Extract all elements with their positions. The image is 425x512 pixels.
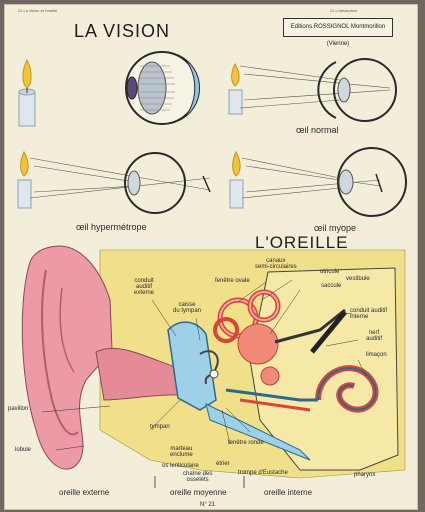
label-auditory-nerve: nerf auditif <box>366 330 383 342</box>
label-eardrum: tympan <box>150 424 170 430</box>
section-outer-ear: oreille externe <box>59 488 110 497</box>
margin-text-right: 21 L'absorption <box>330 8 358 13</box>
candle-hyperopic <box>17 150 32 209</box>
label-eustachian-tube: trompe d'Eustache <box>238 470 288 476</box>
label-oval-window: fenêtre ovale <box>215 278 250 284</box>
label-pinna: pavillon <box>8 406 29 412</box>
label-ossicle-chain: chaîne des osselets <box>183 471 213 483</box>
myopic-eye <box>241 147 407 217</box>
candle-normal <box>228 62 243 115</box>
ear-title: L'OREILLE <box>255 233 349 252</box>
label-lenticular-bone: os lenticulaire <box>162 463 199 469</box>
normal-eye <box>239 58 397 122</box>
label-hammer-anvil: marteau enclume <box>170 446 193 458</box>
label-cochlea: limaçon <box>366 352 387 358</box>
label-inner-canal: conduit auditif interne <box>350 308 388 320</box>
label-pharynx: pharynx <box>354 472 376 478</box>
hyperopic-eye <box>29 152 211 214</box>
label-utricle: utricule <box>320 269 340 275</box>
normal-eye-label: œil normal <box>296 125 339 135</box>
label-round-window: fenêtre ronde <box>228 440 264 446</box>
candle-myopic <box>229 150 244 209</box>
label-lobe: lobule <box>15 447 32 453</box>
large-eye-diagram <box>125 51 201 125</box>
section-middle-ear: oreille moyenne <box>170 488 227 497</box>
candle-top-left <box>18 58 36 127</box>
vision-title: LA VISION <box>74 21 171 41</box>
section-inner-ear: oreille interne <box>264 488 313 497</box>
margin-text-left: 21 La vision et l'oreille <box>18 8 58 13</box>
plate-number: N° 21 <box>200 502 216 508</box>
label-vestibule: vestibule <box>346 276 370 282</box>
label-outer-canal: conduit auditif externe <box>134 278 155 296</box>
label-eardrum-cavity: caisse du tympan <box>173 302 202 314</box>
myopic-eye-label: œil myope <box>314 223 357 233</box>
ear-anatomy <box>21 245 406 488</box>
label-stirrup: étrier <box>216 461 230 467</box>
publisher-box: Editions ROSSIGNOL Montmorillon (Vienne) <box>283 18 393 47</box>
label-semicircular-canals: canaux semi-circulaires <box>255 258 297 270</box>
hyperopic-eye-label: œil hypermétrope <box>76 222 147 232</box>
label-saccule: saccule <box>321 283 342 289</box>
